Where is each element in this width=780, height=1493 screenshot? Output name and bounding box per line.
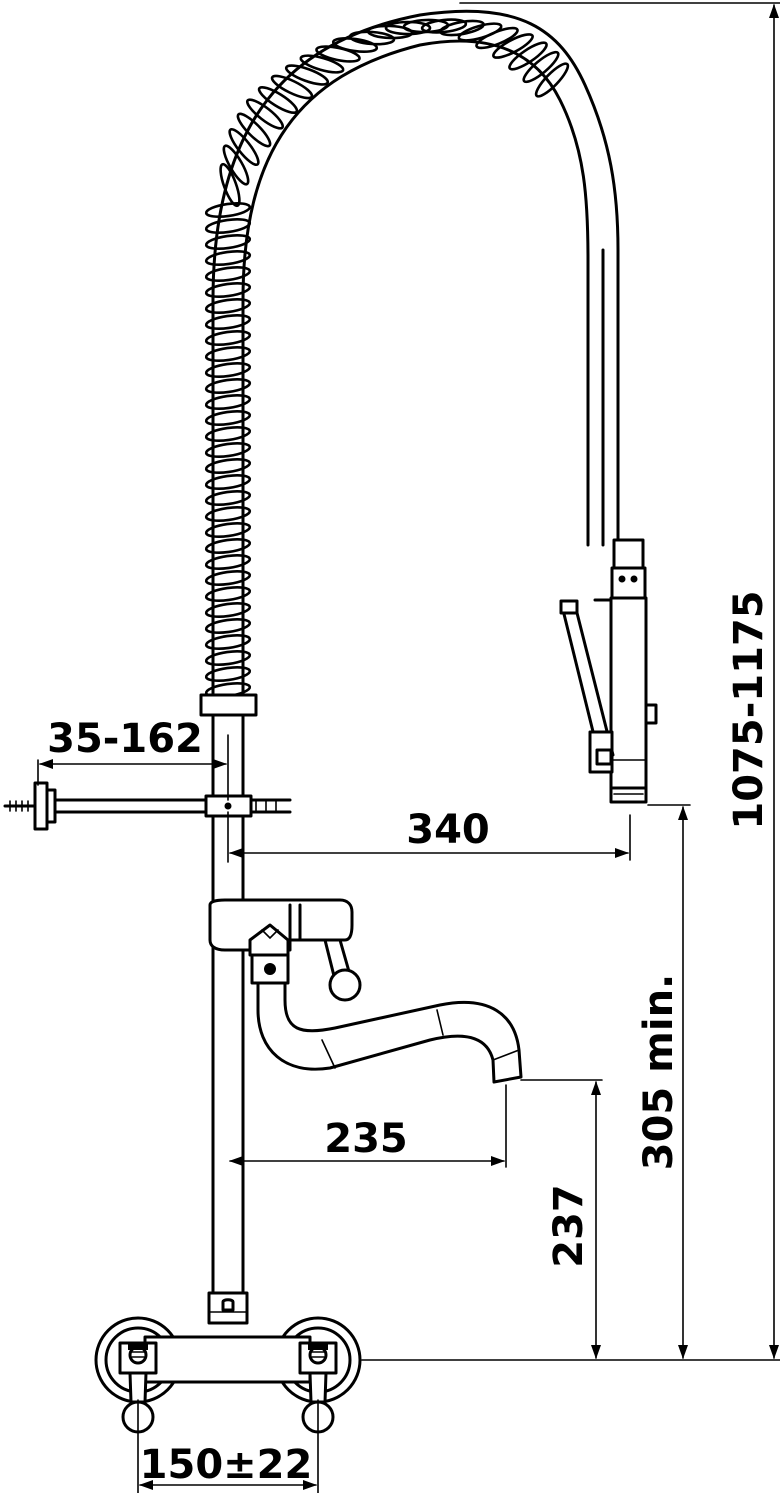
- spring-loop: [204, 394, 252, 410]
- spring-loop: [204, 442, 252, 458]
- dim-bracket-offset: 35-162: [47, 716, 203, 762]
- dim-spout-min-height: 305 min.: [636, 974, 682, 1170]
- spring-loop: [204, 474, 252, 490]
- spring-loop: [222, 144, 250, 186]
- spring-loop: [299, 54, 345, 74]
- spring-loop: [492, 33, 534, 59]
- riser-connector: [207, 1291, 249, 1325]
- spring-loop: [204, 202, 252, 218]
- spring-loop: [257, 85, 299, 115]
- spring-loop: [204, 490, 252, 506]
- spray-head: [593, 538, 658, 804]
- spring-collar: [199, 693, 258, 717]
- spring-loop: [204, 506, 252, 522]
- spring-loop: [228, 127, 260, 167]
- spring-loop: [204, 266, 252, 282]
- dim-spout-height: 237: [546, 1184, 592, 1268]
- dim-spout-reach: 235: [324, 1116, 408, 1162]
- spring-loop: [204, 282, 252, 298]
- spring-loop: [204, 346, 252, 362]
- spray-trigger-lever: [559, 599, 615, 774]
- spring-loop: [204, 426, 252, 442]
- spring-loop: [508, 41, 548, 71]
- spring-loop: [245, 98, 285, 130]
- spring-loop: [204, 586, 252, 602]
- dim-spray-reach: 340: [406, 807, 490, 853]
- dim-wall-centers: 150±22: [140, 1442, 313, 1488]
- spring-loop: [204, 234, 252, 250]
- swivel-spout: [250, 953, 523, 1084]
- spring-loop: [204, 298, 252, 314]
- spring-coil: [204, 18, 570, 698]
- spring-loop: [475, 26, 519, 50]
- spring-loop: [284, 64, 330, 86]
- dimension-lines: [37, 2, 780, 1493]
- spring-loop: [204, 458, 252, 474]
- wall-mixer-base: [94, 1316, 362, 1434]
- spring-loop: [204, 362, 252, 378]
- spring-loop: [219, 162, 241, 208]
- spring-loop: [204, 634, 252, 650]
- spring-loop: [204, 554, 252, 570]
- spring-loop: [204, 570, 252, 586]
- spring-loop: [204, 602, 252, 618]
- spring-loop: [204, 618, 252, 634]
- spring-loop: [204, 330, 252, 346]
- spring-loop: [457, 22, 503, 42]
- spring-loop: [204, 378, 252, 394]
- spring-loop: [522, 50, 560, 84]
- spring-loop: [331, 37, 379, 53]
- valve-body: [208, 898, 362, 1002]
- spring-loop: [204, 314, 252, 330]
- spring-loop: [420, 18, 468, 34]
- spring-loop: [204, 410, 252, 426]
- wall-bracket: [3, 781, 292, 831]
- spring-loop: [534, 62, 570, 98]
- dim-overall-height: 1075-1175: [726, 590, 772, 829]
- spring-loop: [236, 112, 272, 148]
- spring-loop: [204, 538, 252, 554]
- pre-rinse-hose: [211, 9, 620, 702]
- spring-loop: [204, 650, 252, 666]
- spring-loop: [348, 30, 396, 46]
- spring-loop: [204, 218, 252, 234]
- spring-loop: [270, 74, 314, 100]
- spring-loop: [204, 250, 252, 266]
- spring-loop: [204, 666, 252, 682]
- spring-loop: [204, 522, 252, 538]
